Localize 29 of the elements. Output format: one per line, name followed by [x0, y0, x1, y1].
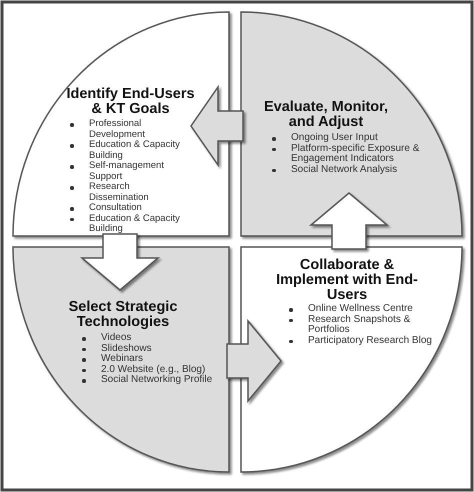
bullet-item: Social Networking Profile	[101, 374, 212, 385]
bullet-item: Professional Development	[89, 118, 145, 140]
bullet-item: Education & Capacity Building	[89, 212, 180, 234]
quadrant-panel	[13, 12, 229, 236]
bullet-item: Online Wellness Centre	[308, 303, 413, 314]
bullet-item: Ongoing User Input	[291, 132, 378, 143]
bullet-item: Participatory Research Blog	[308, 334, 432, 346]
bullet-item: Social Network Analysis	[291, 164, 398, 174]
bullet-item: Videos	[101, 332, 132, 343]
block-arrow	[190, 84, 244, 168]
bullet-item: Webinars	[101, 353, 144, 364]
section-heading: Evaluate, Monitor, and Adjust	[262, 100, 390, 130]
quadrant-panel	[241, 12, 462, 236]
block-arrow	[308, 192, 390, 250]
bullet-item: Education & Capacity Building	[89, 139, 180, 160]
section-heading: Identify End-Users & KT Goals	[65, 87, 196, 117]
bullet-item: Research Snapshots & Portfolios	[308, 314, 410, 335]
bullet-item: Platform-specific Exposure & Engagement Indicators	[291, 142, 420, 164]
bullet-item: Consultation	[89, 202, 142, 213]
bullet-item: Self-management Support	[89, 160, 164, 182]
bullet-item: Research Dissemination	[89, 181, 149, 202]
quadrant-panel	[241, 247, 462, 472]
bullet-item: Slideshows	[101, 342, 152, 354]
section-heading: Collaborate & Implement with End-Users	[275, 258, 419, 303]
section-heading: Select Strategic Technologies	[68, 300, 178, 330]
bullet-item: 2.0 Website (e.g., Blog)	[101, 364, 206, 374]
block-arrow	[226, 318, 282, 404]
quadrant-panel	[13, 247, 229, 472]
block-arrow	[80, 233, 160, 291]
